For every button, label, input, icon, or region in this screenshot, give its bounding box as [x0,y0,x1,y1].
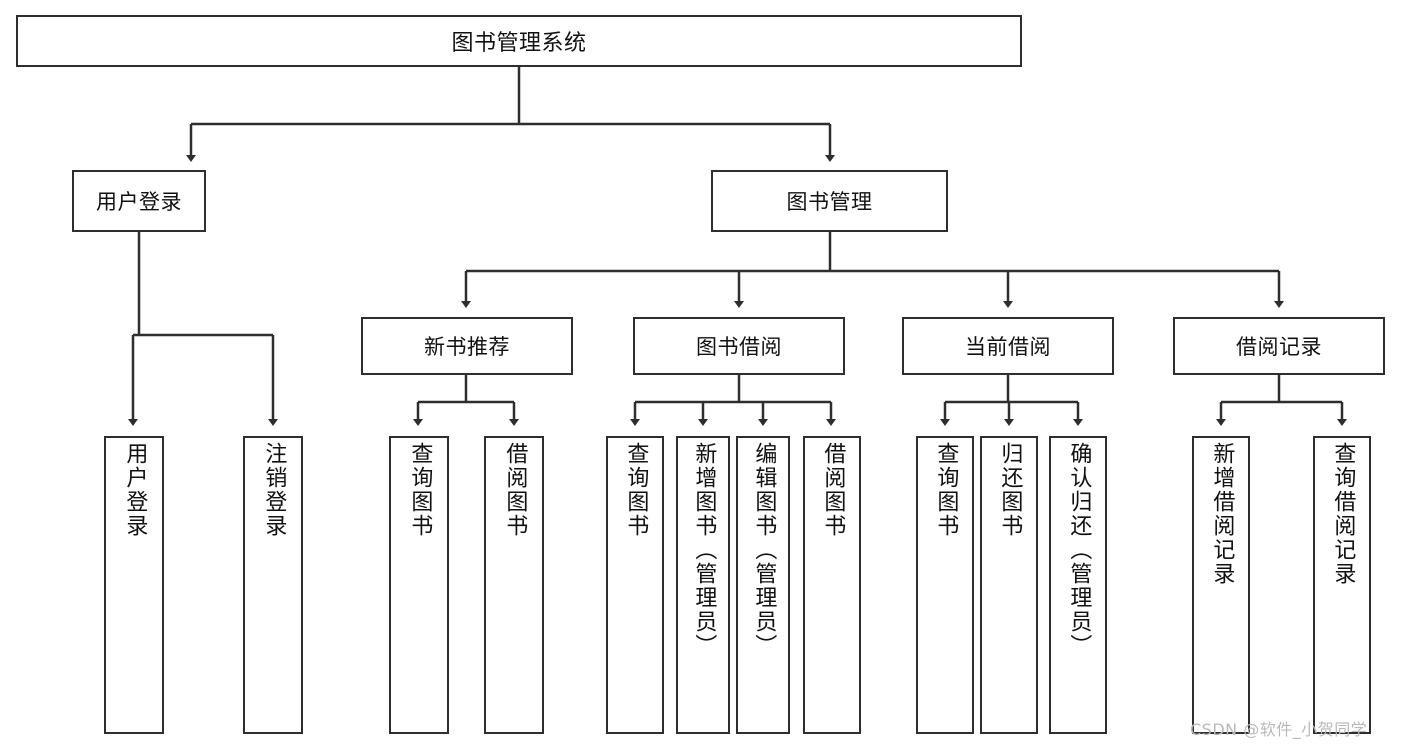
node-borrow-records[interactable]: 借阅记录 [1173,317,1385,375]
node-root-book-management-system[interactable]: 图书管理系统 [16,15,1022,67]
node-label: 当前借阅 [965,335,1051,359]
node-label: 图书借阅 [696,335,782,359]
leaf-new-book-borrow[interactable]: 借阅图书 [484,436,544,734]
csdn-watermark: CSDN @软件_小贺同学 [1190,720,1368,739]
leaf-current-borrow-confirm-return[interactable]: 确认归还（管理员） [1049,436,1107,734]
node-label: 查询图书 [623,442,649,538]
leaf-book-borrow-edit[interactable]: 编辑图书（管理员） [736,436,790,734]
node-label: 图书管理 [786,190,873,214]
node-label: 借阅图书 [502,442,528,538]
node-current-borrow[interactable]: 当前借阅 [902,317,1114,375]
node-label: 注销登录 [261,442,287,538]
node-label: 用户登录 [96,190,182,214]
leaf-book-borrow-add[interactable]: 新增图书（管理员） [676,436,730,734]
node-label: 新书推荐 [424,335,510,359]
node-label: 借阅图书 [820,442,846,538]
node-label: 确认归还（管理员） [1066,442,1092,658]
leaf-book-borrow-query[interactable]: 查询图书 [606,436,664,734]
node-label: 新增图书（管理员） [691,442,717,658]
leaf-user-login-logout[interactable]: 注销登录 [243,436,303,734]
node-book-borrow[interactable]: 图书借阅 [633,317,845,375]
leaf-borrow-records-query[interactable]: 查询借阅记录 [1313,436,1371,734]
node-label: 查询借阅记录 [1330,442,1356,586]
leaf-current-borrow-query[interactable]: 查询图书 [916,436,974,734]
node-label: 查询图书 [933,442,959,538]
leaf-new-book-query[interactable]: 查询图书 [389,436,449,734]
node-book-management[interactable]: 图书管理 [711,170,948,232]
node-label: 查询图书 [407,442,433,538]
node-label: 归还图书 [997,442,1023,538]
leaf-book-borrow-borrow[interactable]: 借阅图书 [803,436,861,734]
leaf-borrow-records-add[interactable]: 新增借阅记录 [1192,436,1250,734]
node-user-login[interactable]: 用户登录 [72,170,206,232]
node-label: 新增借阅记录 [1209,442,1235,586]
leaf-user-login-login[interactable]: 用户登录 [104,436,164,734]
node-label: 编辑图书（管理员） [751,442,777,658]
node-label: 图书管理系统 [451,31,587,56]
node-new-book-recommend[interactable]: 新书推荐 [361,317,573,375]
node-label: 用户登录 [122,442,148,538]
leaf-current-borrow-return[interactable]: 归还图书 [980,436,1038,734]
node-label: 借阅记录 [1236,335,1322,359]
